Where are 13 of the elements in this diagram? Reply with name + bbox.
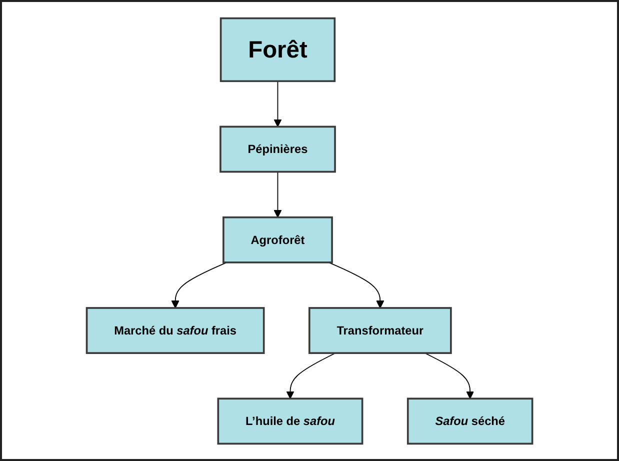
- node-box: Agroforêt: [222, 216, 333, 263]
- arrow: [424, 352, 474, 398]
- node-box: Pépinières: [220, 125, 336, 172]
- arrow: [171, 261, 228, 308]
- node-box: Transformateur: [308, 306, 452, 354]
- node-box: Safou séché: [406, 397, 534, 444]
- node-box: Marché du safou frais: [86, 306, 265, 354]
- arrow: [274, 80, 282, 127]
- node-box: L’huile de safou: [217, 397, 364, 444]
- arrow: [286, 352, 336, 398]
- arrow: [274, 170, 282, 218]
- node-box: Forêt: [220, 16, 336, 82]
- arrow: [328, 261, 384, 308]
